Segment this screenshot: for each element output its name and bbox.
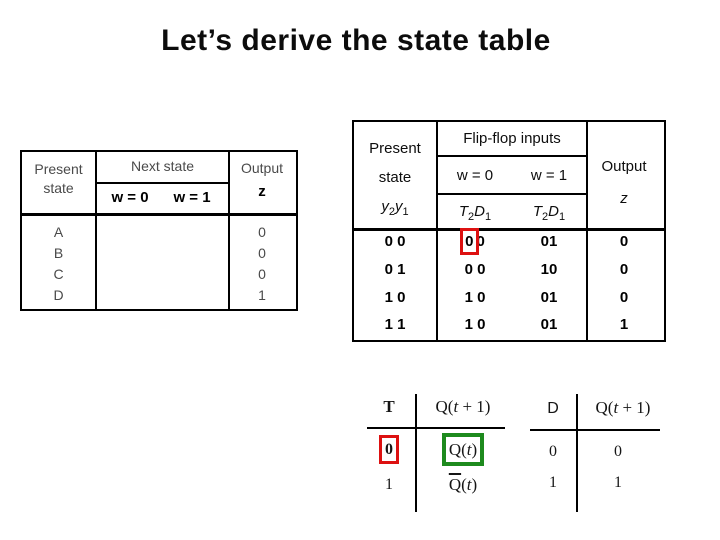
header-divider-line [354, 228, 664, 231]
d-row0-output-cell: 0 [614, 443, 622, 460]
w0-header: w = 0 [456, 167, 494, 184]
state-cell: B [53, 245, 64, 261]
ff-w0-cell: 1 0 [464, 289, 486, 306]
state-cell: 1 0 [384, 289, 406, 306]
q-next-header: Q(t + 1) [435, 397, 491, 416]
state-table: Present state Next state w = 0 w = 1 Out… [20, 150, 298, 311]
t-column-header: T [383, 397, 395, 416]
t-row1-input-cell: 1 [385, 476, 393, 493]
ff-w1-cell: 01 [540, 289, 558, 306]
next-state-header: Next state [130, 158, 195, 174]
state-label: state [378, 169, 412, 186]
d-row1-output-cell: 1 [614, 474, 622, 491]
d-row1-input-cell: 1 [549, 474, 557, 491]
state-cell: C [53, 266, 64, 282]
output-symbol: z [620, 190, 628, 207]
output-cell: 0 [258, 266, 266, 282]
column-divider-line [228, 152, 230, 309]
column-divider-line [436, 122, 438, 340]
table-row: 0 1 0 0 10 0 [354, 261, 664, 283]
table-row: A 0 [22, 224, 296, 243]
w1-header: w = 1 [530, 167, 568, 184]
header-divider-line [530, 429, 660, 431]
ff-w1-cell: 01 [540, 233, 558, 250]
ff-vars-w0: T2D1 [458, 203, 492, 223]
table-row: B 0 [22, 245, 296, 264]
ff-w0-digit: 0 [476, 233, 485, 250]
column-divider-line [586, 122, 588, 340]
q-complement: Q [448, 475, 462, 494]
state-cell: 1 1 [384, 316, 406, 333]
output-cell: 0 [619, 261, 629, 278]
green-highlight-box: Q(t) [441, 433, 485, 466]
page-title: Let’s derive the state table [161, 24, 551, 57]
flipflop-inputs-header: Flip-flop inputs [463, 130, 561, 147]
table-row: D 1 [22, 287, 296, 306]
d-column-header: D [547, 400, 559, 417]
w1-header: w = 1 [173, 189, 211, 206]
ff-vars-w1: T2D1 [532, 203, 566, 223]
ff-w1-cell: 10 [540, 261, 558, 278]
state-cell: D [53, 287, 64, 303]
table-row: C 0 [22, 266, 296, 285]
table-row: 1 1 1 0 01 1 [354, 316, 664, 338]
state-cell: A [53, 224, 64, 240]
t-flipflop-table: T Q(t + 1) 0 Q(t) 1 Q(t) [362, 392, 510, 516]
excitation-table: Present state y2y1 Flip-flop inputs w = … [352, 120, 666, 342]
red-highlight-box: 0 [379, 435, 399, 464]
output-header: Output [240, 160, 284, 176]
present-state-header: Present state y2y1 [354, 134, 436, 227]
output-header: Output [601, 158, 647, 175]
state-cell: 0 1 [384, 261, 406, 278]
t-row1-output-cell: Q(t) [448, 475, 478, 494]
flipflop-underline [438, 155, 586, 157]
output-cell: 0 [619, 289, 629, 306]
d-row0-input-cell: 0 [549, 443, 557, 460]
header-divider-line [367, 427, 505, 429]
output-symbol: z [258, 183, 266, 200]
w-underline [438, 193, 586, 195]
t-row0-input-cell: 0 [372, 435, 406, 464]
ff-w0-cell: 0 0 [464, 261, 486, 278]
output-cell: 0 [258, 245, 266, 261]
column-divider-line [95, 152, 97, 309]
header-divider-line [22, 213, 296, 216]
output-cell: 1 [619, 316, 629, 333]
ff-w1-cell: 01 [540, 316, 558, 333]
q-next-header: Q(t + 1) [595, 398, 651, 417]
output-cell: 0 [619, 233, 629, 250]
t-row0-output-cell: Q(t) [420, 433, 506, 466]
output-cell: 1 [258, 287, 266, 303]
state-variables: y2y1 [381, 198, 409, 218]
present-state-header: Present state [34, 161, 83, 196]
next-state-underline [97, 182, 228, 184]
column-divider-line [415, 394, 417, 512]
d-flipflop-table: D Q(t + 1) 0 0 1 1 [528, 392, 668, 516]
state-cell: 0 0 [384, 233, 406, 250]
table-row: 1 0 1 0 01 0 [354, 289, 664, 311]
w0-header: w = 0 [111, 189, 149, 206]
column-divider-line [576, 394, 578, 512]
ff-w0-cell: 1 0 [464, 316, 486, 333]
red-highlight-box: 0 [459, 228, 479, 255]
output-cell: 0 [258, 224, 266, 240]
present-label: Present [369, 140, 421, 157]
